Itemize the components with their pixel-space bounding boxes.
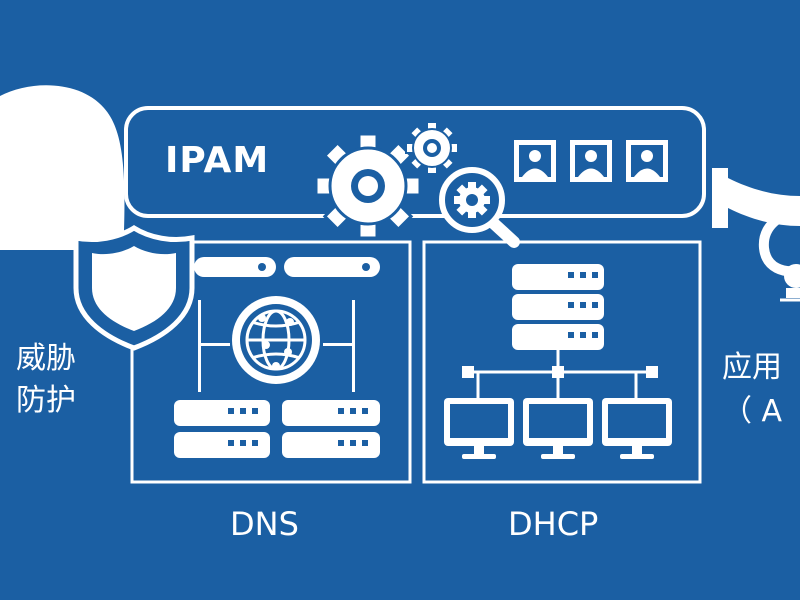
applications-label: 应用 （ A xyxy=(722,346,782,434)
dns-panel xyxy=(130,240,412,484)
connector-nodes xyxy=(462,366,658,378)
gear-icon xyxy=(405,121,459,175)
api-connector xyxy=(712,168,800,302)
monitor-icon xyxy=(444,398,514,459)
threat-protection-line1: 威胁 xyxy=(16,341,76,376)
user-portrait-icon xyxy=(570,140,612,182)
ipam-title: IPAM xyxy=(165,140,270,181)
server-icon xyxy=(174,400,270,458)
server-icon xyxy=(282,400,380,458)
applications-line1: 应用 xyxy=(722,350,782,385)
dns-dotted-lines xyxy=(198,300,355,392)
dns-label: DNS xyxy=(230,505,299,543)
ipam-panel xyxy=(124,106,706,218)
server-icon xyxy=(512,264,604,350)
magnifier-gear-icon xyxy=(439,167,520,248)
monitor-icon xyxy=(523,398,593,459)
globe-icon xyxy=(232,296,320,384)
gear-icon xyxy=(314,132,422,240)
dns-top-bars xyxy=(194,257,380,277)
cloud-icon xyxy=(0,85,125,250)
threat-protection-line2: 防护 xyxy=(16,383,76,418)
user-portrait-icon xyxy=(514,140,556,182)
monitor-icon xyxy=(602,398,672,459)
applications-line2: （ A xyxy=(722,394,783,429)
threat-protection-label: 威胁 防护 xyxy=(16,338,76,422)
user-portrait-icon xyxy=(626,140,668,182)
dhcp-panel xyxy=(422,240,702,484)
dhcp-label: DHCP xyxy=(508,505,599,543)
shield-icon xyxy=(73,225,195,351)
